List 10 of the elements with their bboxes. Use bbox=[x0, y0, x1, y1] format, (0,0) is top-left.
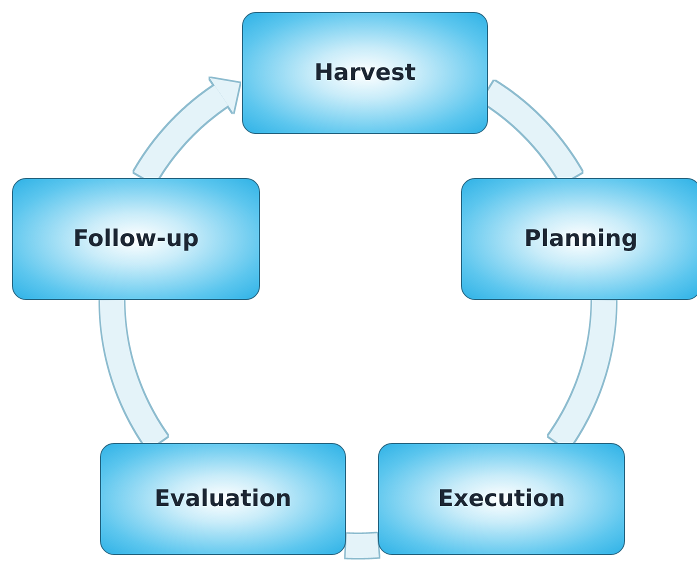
step-label: Execution bbox=[438, 486, 566, 512]
process-box bbox=[378, 443, 625, 555]
process-box bbox=[100, 443, 346, 555]
step-label: Follow-up bbox=[73, 226, 199, 252]
process-box bbox=[12, 178, 260, 300]
step-label: Planning bbox=[524, 226, 638, 252]
step-label: Harvest bbox=[314, 60, 416, 86]
process-box bbox=[242, 12, 488, 134]
process-box bbox=[461, 178, 697, 300]
step-label: Evaluation bbox=[154, 486, 292, 512]
